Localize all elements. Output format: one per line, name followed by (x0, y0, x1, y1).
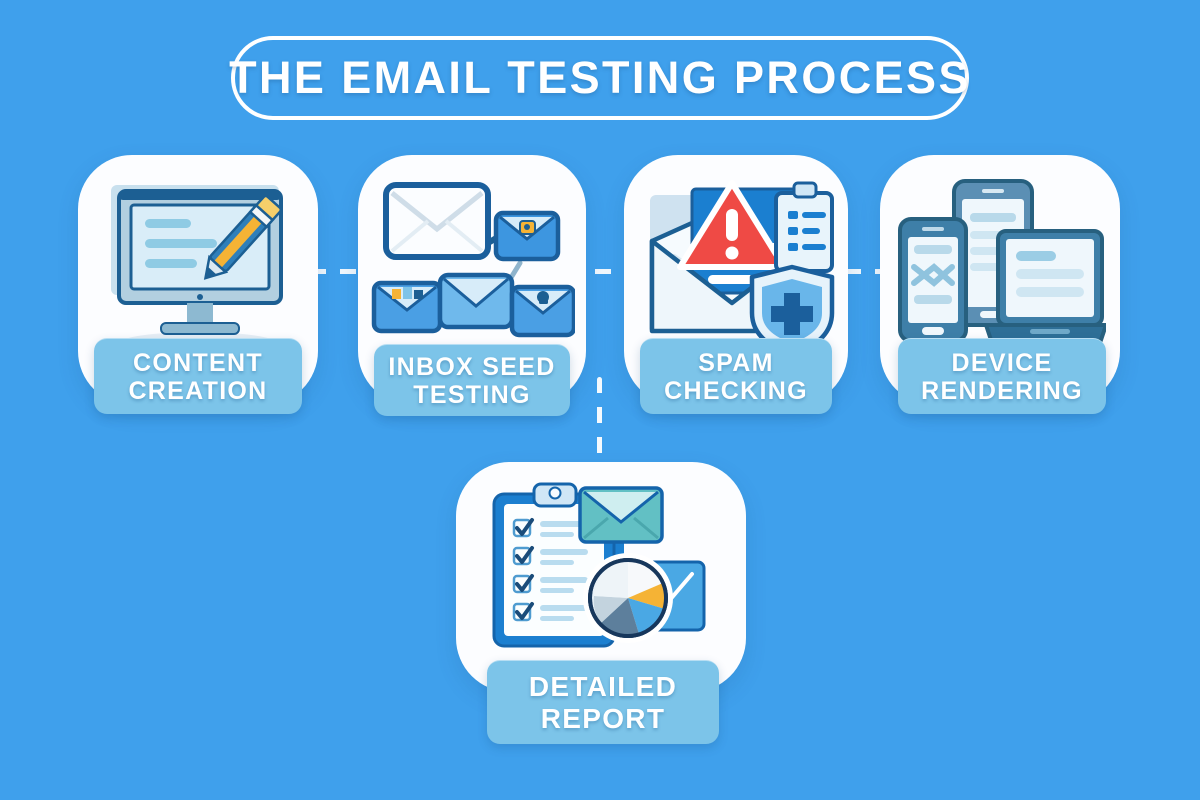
step-label-detailed-report: DETAILED REPORT (487, 660, 719, 744)
step-label-line-2: REPORT (540, 702, 666, 734)
step-label-line-1: CONTENT (133, 348, 263, 377)
step-card-detailed-report[interactable] (456, 462, 746, 692)
step-label-device-rendering: DEVICE RENDERING (898, 338, 1106, 414)
connector-spam-to-device (845, 269, 905, 274)
connector-inbox-to-report (597, 377, 602, 465)
step-label-line-2: RENDERING (921, 376, 1083, 405)
step-label-spam-checking: SPAM CHECKING (640, 338, 832, 414)
step-label-line-2: CREATION (128, 376, 268, 405)
envelopes-network-icon (358, 155, 586, 405)
step-label-inbox-seed-testing: INBOX SEED TESTING (374, 344, 570, 416)
step-label-line-1: DETAILED (528, 671, 678, 703)
connector-inbox-to-spam (565, 269, 637, 274)
step-label-line-1: SPAM (698, 348, 774, 377)
page-title-frame: THE EMAIL TESTING PROCESS (229, 36, 971, 120)
step-label-line-2: TESTING (413, 380, 531, 409)
step-label-content-creation: CONTENT CREATION (94, 338, 302, 414)
step-label-line-2: CHECKING (664, 376, 808, 405)
step-label-line-1: DEVICE (951, 348, 1053, 377)
clipboard-checklist-chart-icon (456, 462, 746, 692)
envelope-warning-shield-icon (624, 155, 848, 405)
page-title: THE EMAIL TESTING PROCESS (229, 52, 971, 103)
connector-content-to-inbox (280, 269, 370, 274)
step-label-line-1: INBOX SEED (388, 352, 556, 381)
